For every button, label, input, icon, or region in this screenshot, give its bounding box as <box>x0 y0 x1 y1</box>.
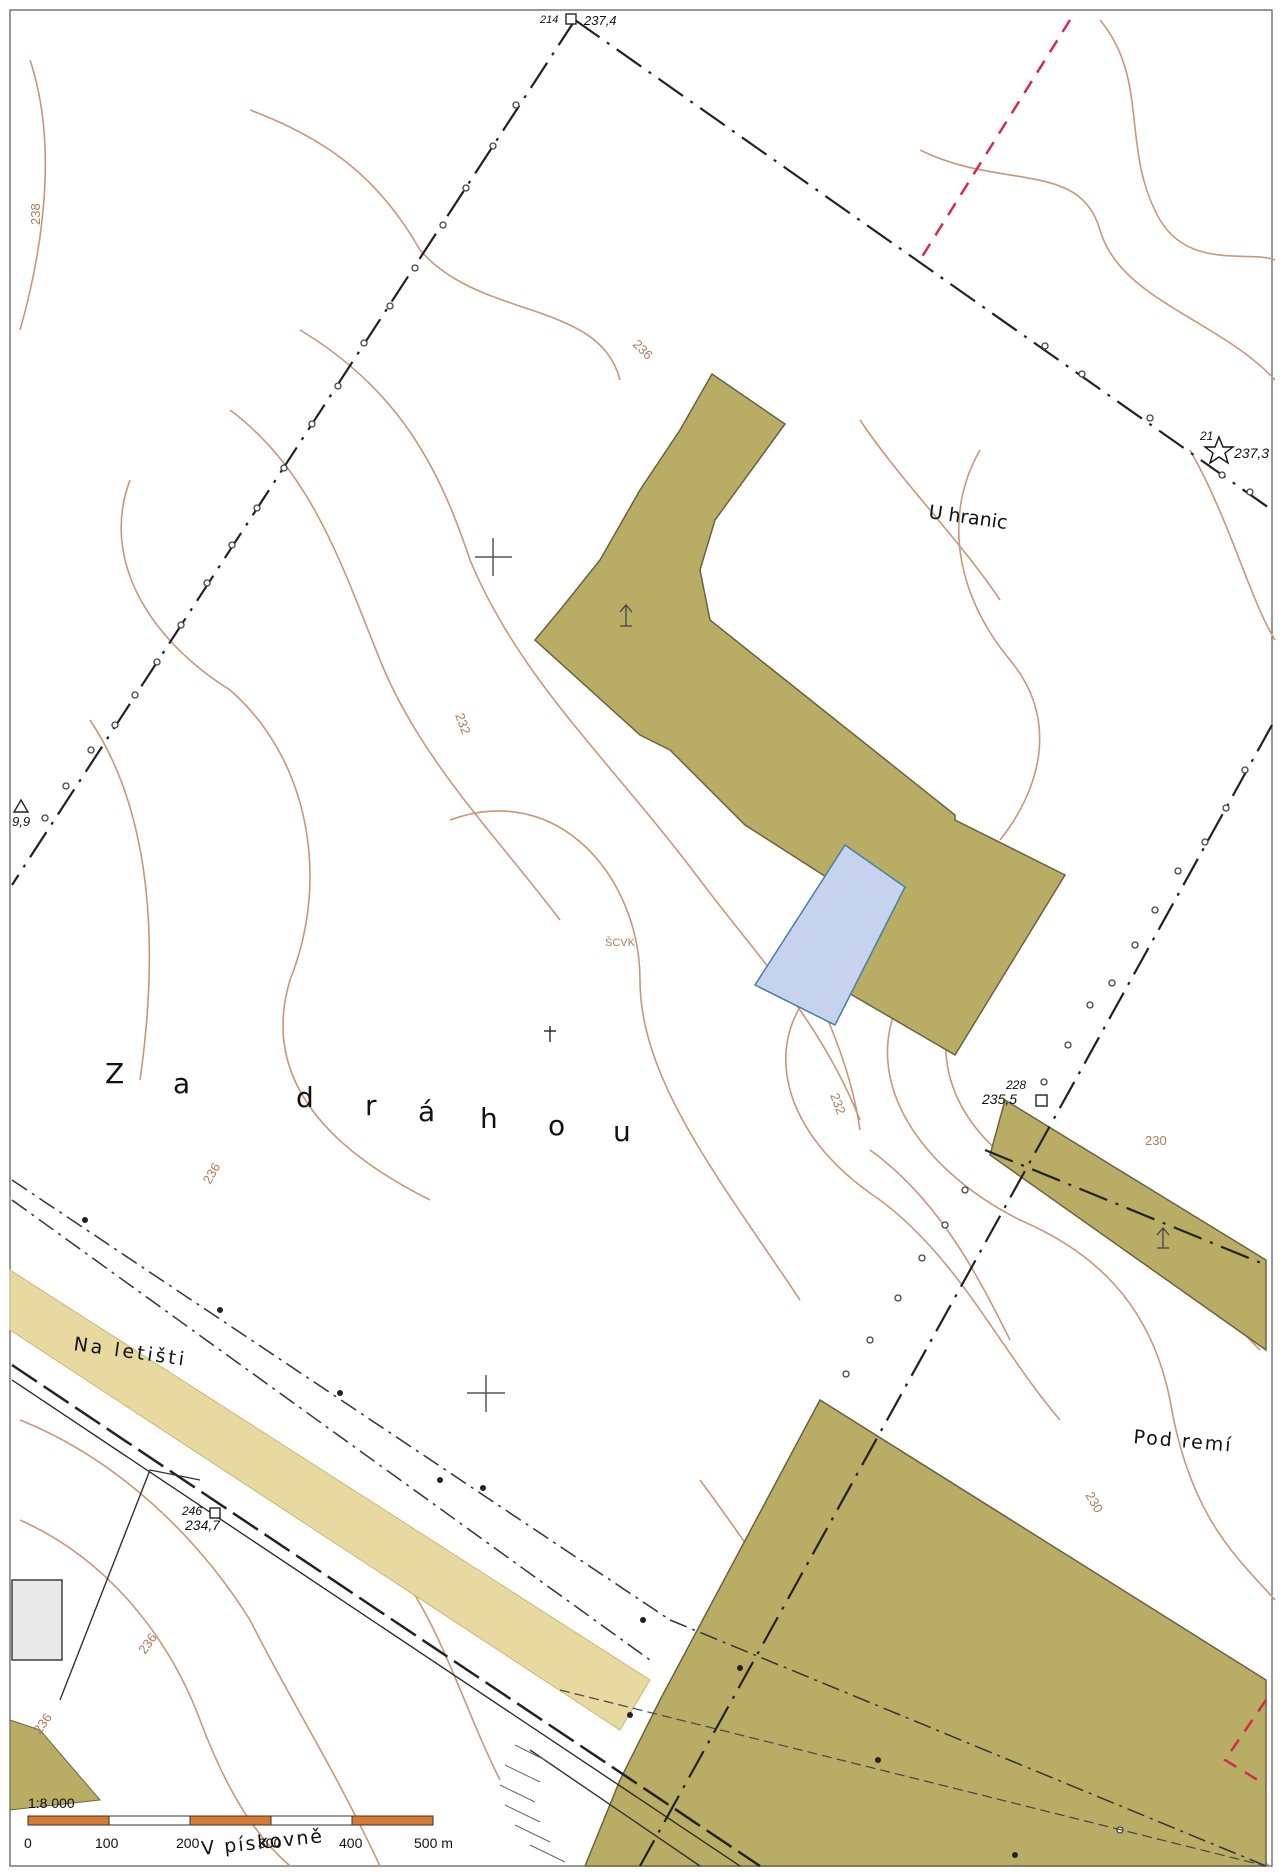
survey-number-star: 21 <box>1199 429 1213 443</box>
scale-segment <box>189 1815 272 1826</box>
survey-labels: 214 237,4 21 237,3 9,9 228 235,5 246 234… <box>12 13 1269 1533</box>
grid-crosses <box>467 538 512 1412</box>
survey-height-star: 237,3 <box>1233 445 1269 461</box>
forest-parcel-right <box>989 1098 1267 1352</box>
survey-number-top: 214 <box>539 14 558 26</box>
cemetery-cross <box>544 1026 556 1042</box>
scale-ratio: 1:8 000 <box>28 1795 75 1811</box>
forest-corner-left <box>9 1719 101 1811</box>
scale-tick: 0 <box>24 1835 32 1851</box>
hatch-area <box>499 1744 566 1863</box>
locality-za-drahou-letter: r <box>365 1089 377 1122</box>
scale-segment <box>108 1815 191 1826</box>
buildings <box>11 1469 701 1867</box>
scale-segment <box>351 1815 434 1826</box>
boundaries <box>11 19 1273 1867</box>
tree-symbols <box>619 604 1170 1249</box>
scale-tick: 400 <box>339 1835 363 1851</box>
survey-symbols <box>12 13 1048 1519</box>
contour-label: 238 <box>28 203 43 225</box>
scale-tick: 200 <box>176 1835 200 1851</box>
scale-tick: 300 <box>258 1835 282 1851</box>
locality-za-drahou-letter: u <box>613 1115 631 1148</box>
contour-label: 232 <box>452 711 474 737</box>
locality-za-drahou-letter: h <box>480 1102 498 1135</box>
survey-height-mid-right: 235,5 <box>981 1091 1017 1107</box>
railway <box>11 1363 1267 1868</box>
water-area <box>753 843 906 1027</box>
land-cover <box>9 372 1267 1867</box>
locality-za-drahou-letter: a <box>173 1067 190 1100</box>
star-icon <box>1202 435 1236 465</box>
scale-segment <box>270 1815 353 1826</box>
survey-height-top: 237,4 <box>583 13 617 28</box>
survey-number-bottom-left: 246 <box>181 1504 202 1518</box>
scale-segment <box>27 1815 110 1826</box>
locality-za-drahou-letter: o <box>548 1109 565 1142</box>
line-dots <box>82 1217 1018 1858</box>
survey-height-bottom-left: 234,7 <box>184 1517 221 1533</box>
locality-za-drahou-letter: Z <box>105 1057 124 1090</box>
survey-number-mid-right: 228 <box>1005 1078 1026 1092</box>
scale-bar: 1:8 000 0 100 200 300 400 500 m <box>24 1795 453 1851</box>
contour-label: 230 <box>1145 1133 1167 1148</box>
field-strip <box>9 1269 651 1731</box>
contour-label: 232 <box>827 1091 849 1117</box>
survey-height-triangle: 9,9 <box>12 814 30 829</box>
forest-parcel-bottom <box>583 1398 1267 1867</box>
faint-center-label: ŠCVK <box>605 936 636 949</box>
scale-tick: 500 m <box>414 1835 453 1851</box>
locality-za-drahou-letter: á <box>418 1095 435 1128</box>
boundary-markers <box>41 101 1254 1834</box>
scale-tick: 100 <box>95 1835 119 1851</box>
locality-za-drahou-letter: d <box>296 1081 314 1114</box>
